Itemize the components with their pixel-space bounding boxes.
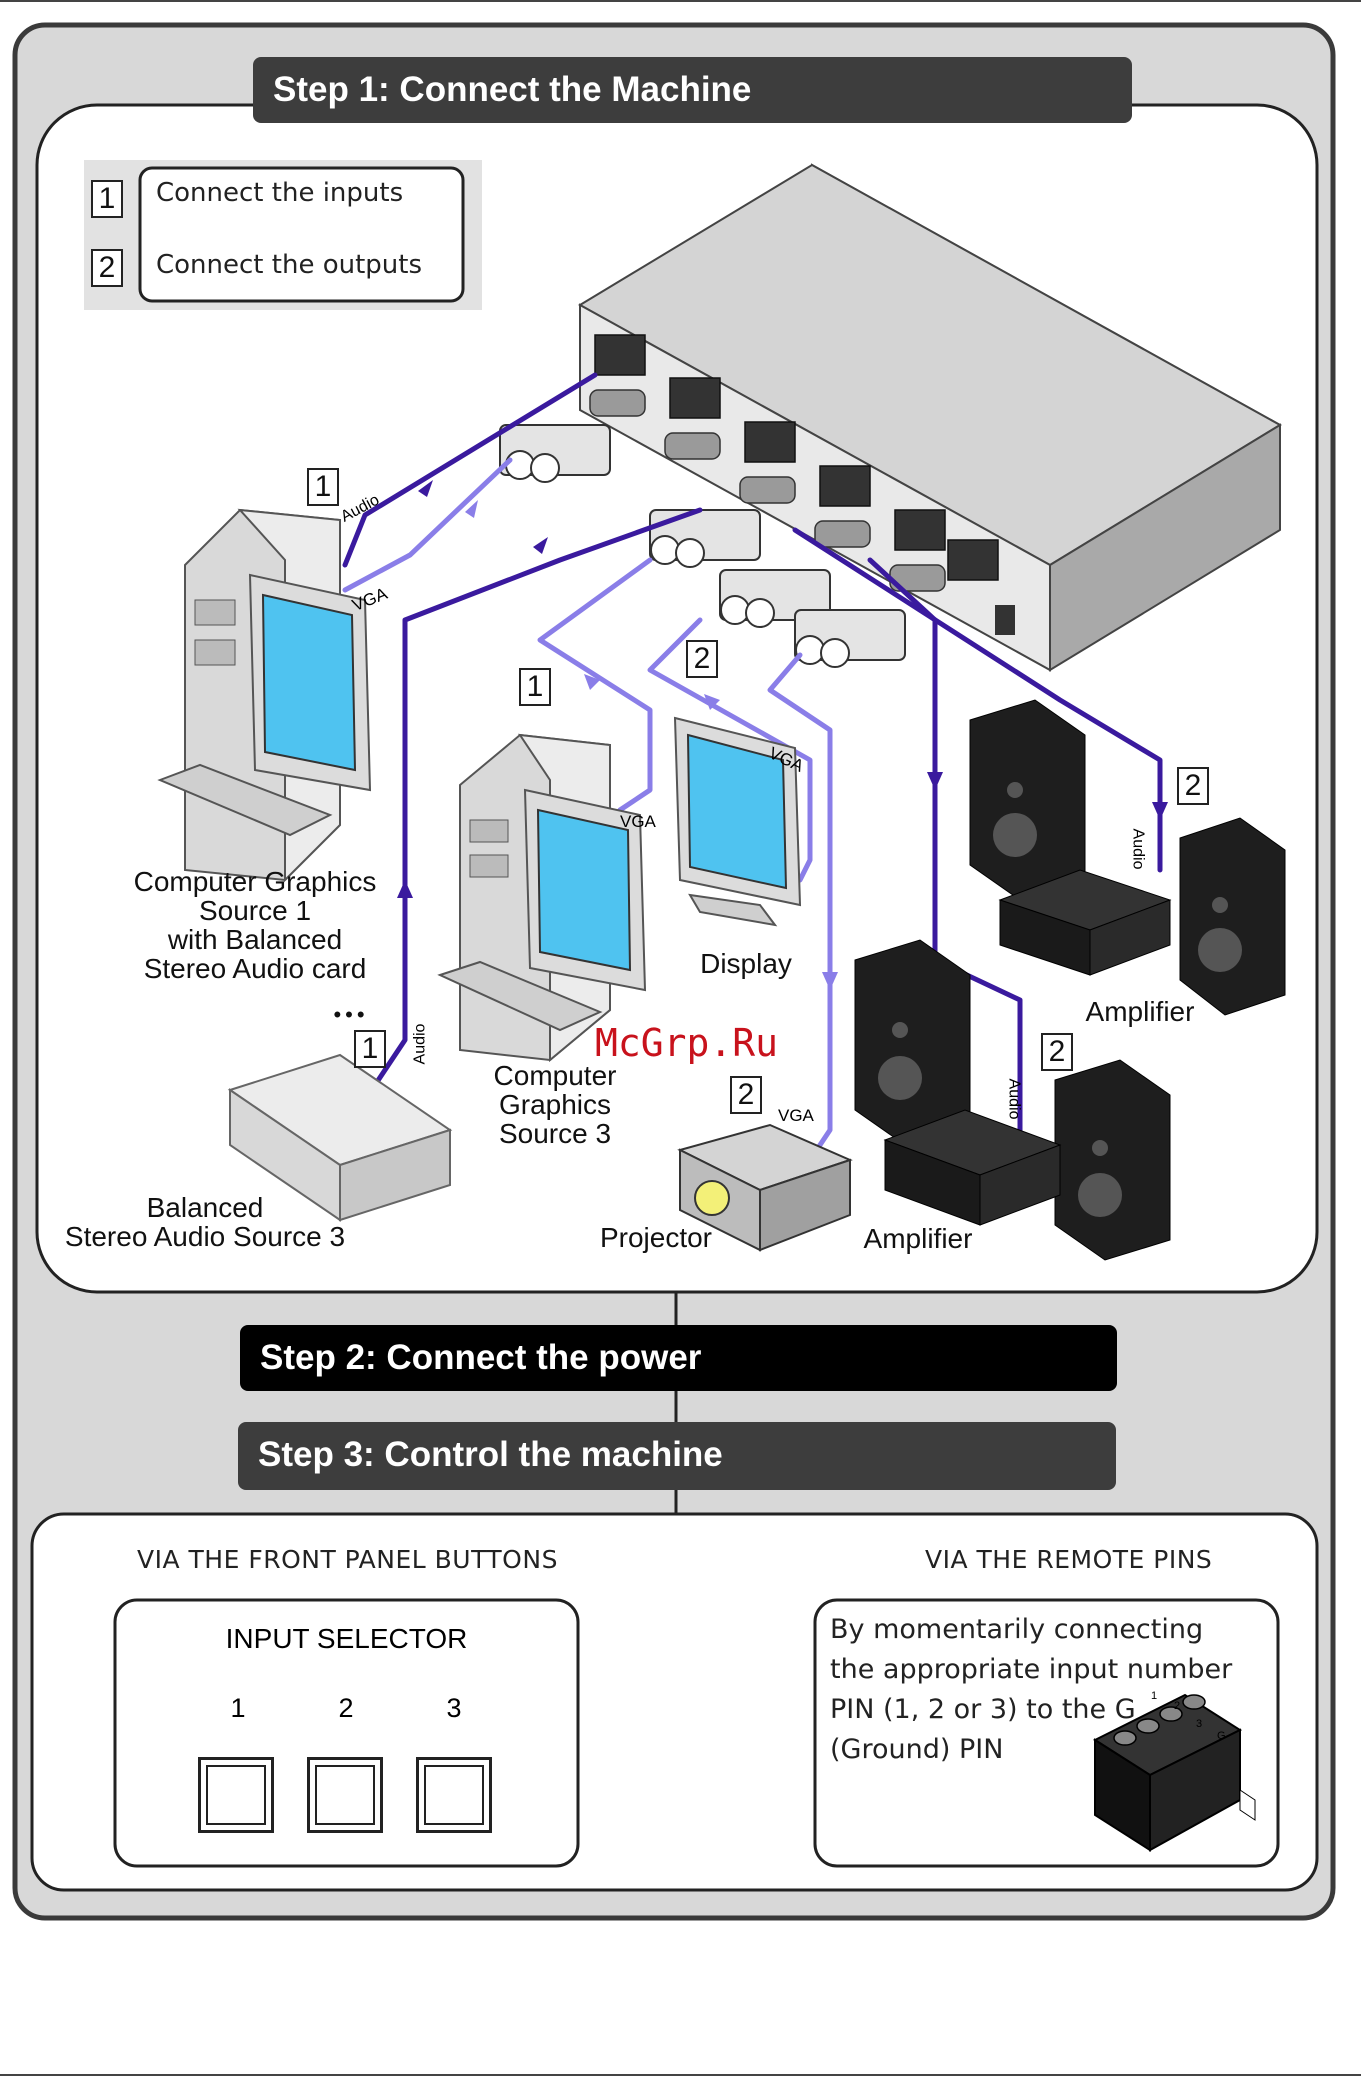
- step1-banner: Step 1: Connect the Machine: [253, 57, 1132, 123]
- amplifier-bottom-group: [854, 939, 1171, 1261]
- display-monitor: [673, 716, 802, 927]
- input-select-button-3[interactable]: [416, 1757, 492, 1833]
- vga-cable-display: [647, 617, 813, 883]
- step-marker-amp-bottom: 2: [1041, 1033, 1073, 1071]
- step-marker-projector: 2: [730, 1076, 762, 1114]
- cable-label-audio-source3: Audio: [411, 1023, 429, 1065]
- input-select-button-2[interactable]: [307, 1757, 383, 1833]
- remote-pins-instructions: By momentarily connecting the appropriat…: [830, 1614, 1233, 1765]
- remote-pins-heading: VIA THE REMOTE PINS: [925, 1545, 1213, 1574]
- label-ellipsis: •••: [333, 1002, 369, 1027]
- amplifier-top-group: [969, 699, 1286, 1016]
- label-source3: Computer Graphics Source 3: [493, 1060, 617, 1149]
- audio-source-device: [227, 1053, 453, 1222]
- vga-cable-projector: [767, 652, 833, 1163]
- remote-terminal-block: [1092, 1693, 1256, 1852]
- label-projector: Projector: [599, 1222, 713, 1253]
- bottom-rule: [0, 2074, 1361, 2076]
- audio-cable-source1: [342, 372, 598, 568]
- label-source1: Computer Graphics Source 1 with Balanced…: [133, 866, 377, 984]
- label-amplifier-bottom: Amplifier: [863, 1223, 973, 1254]
- audio-cable-source3: [372, 507, 703, 1088]
- button-number-1: 1: [230, 1693, 246, 1723]
- label-audio-source: Balanced Stereo Audio Source 3: [64, 1192, 346, 1252]
- cable-label-audio-amp-bottom: Audio: [1005, 1078, 1023, 1120]
- top-rule: [0, 0, 1361, 2]
- step-marker-source1: 1: [307, 468, 339, 506]
- step-marker-amp-top: 2: [1177, 767, 1209, 805]
- step-marker-display: 2: [686, 640, 718, 678]
- vga-plugs: [499, 424, 906, 668]
- input-select-button-1[interactable]: [198, 1757, 274, 1833]
- button-number-2: 2: [338, 1693, 354, 1723]
- vga-cable-source1: [342, 457, 513, 593]
- input-selector-title: INPUT SELECTOR: [225, 1623, 468, 1654]
- step-marker-source3: 1: [519, 668, 551, 706]
- cable-arrows: [397, 480, 1168, 990]
- step2-banner: Step 2: Connect the power: [240, 1325, 1117, 1391]
- step-marker-audio-source: 1: [354, 1030, 386, 1068]
- legend-number-2: 2: [91, 249, 123, 287]
- legend-inputs-text: Connect the inputs: [156, 178, 404, 208]
- step3-banner: Step 3: Control the machine: [238, 1422, 1116, 1490]
- label-display: Display: [700, 948, 792, 979]
- pin-label-g: G: [1217, 1730, 1226, 1742]
- projector-device: [677, 1123, 853, 1252]
- cable-label-audio-amp-top: Audio: [1129, 828, 1147, 870]
- computer-source1: [157, 508, 372, 883]
- pin-label-1: 1: [1151, 1690, 1158, 1702]
- button-number-3: 3: [446, 1693, 462, 1723]
- label-amplifier-top: Amplifier: [1085, 996, 1195, 1027]
- watermark-text: McGrp.Ru: [595, 1021, 779, 1065]
- legend-box: [138, 166, 465, 303]
- front-panel-heading: VIA THE FRONT PANEL BUTTONS: [137, 1545, 558, 1574]
- switcher-machine: [578, 163, 1282, 672]
- legend-number-1: 1: [91, 180, 123, 218]
- vga-cable-source3: [537, 557, 653, 813]
- pin-label-3: 3: [1196, 1718, 1203, 1730]
- computer-source3: [437, 733, 647, 1063]
- pin-label-2: 2: [1174, 1700, 1181, 1712]
- cable-label-vga-source3: VGA: [620, 812, 656, 831]
- cable-label-vga-projector: VGA: [778, 1106, 814, 1125]
- legend-outputs-text: Connect the outputs: [156, 250, 423, 280]
